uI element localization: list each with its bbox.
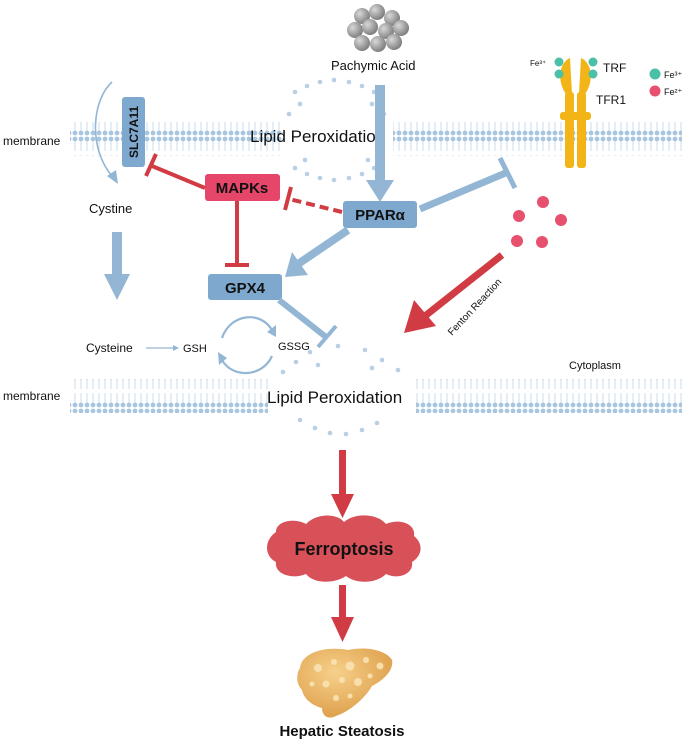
ppara-box	[343, 201, 417, 228]
pachymic-acid-label: Pachymic Acid	[331, 58, 416, 73]
ppara-activates-gpx4-arrow	[285, 226, 351, 277]
hepatic-steatosis-label: Hepatic Steatosis	[279, 723, 404, 740]
ppara-label: PPARα	[355, 207, 406, 224]
fe3-near-trf-label: Fe³⁺	[530, 59, 546, 68]
membrane-label-top: membrane	[3, 134, 61, 148]
cystine-to-cysteine-arrow	[104, 232, 130, 300]
gsh-gssg-cycle-arrows	[220, 316, 274, 375]
gssg-label: GSSG	[278, 341, 310, 353]
cysteine-to-gsh-arrow	[146, 345, 179, 351]
lipid-peroxidation-top: Lipid Peroxidation	[250, 127, 385, 146]
gsh-label: GSH	[183, 343, 207, 355]
cystine-label: Cystine	[89, 201, 132, 216]
lipid-peroxidation-to-ferroptosis-arrow	[331, 450, 354, 518]
membrane-label-bottom: membrane	[3, 389, 61, 403]
mapks-inhibits-slc7a11	[144, 153, 206, 190]
liver-icon	[297, 648, 393, 718]
cystine-import-arrow	[94, 81, 113, 177]
mapks-box	[205, 174, 280, 201]
fe2-ion-cluster	[511, 196, 567, 248]
fe3-legend-dot	[649, 68, 661, 80]
mapks-label: MAPKs	[216, 180, 269, 197]
gpx4-label: GPX4	[225, 280, 266, 297]
fe2-legend-dot	[649, 85, 661, 97]
ferroptosis-shape	[267, 515, 421, 582]
legend-fe3-label: Fe³⁺	[664, 70, 683, 80]
gpx4-box	[208, 274, 282, 300]
legend-fe2-label: Fe²⁺	[664, 87, 683, 97]
pachymic-activates-ppara-arrow	[366, 85, 394, 202]
transferrin-receptor-icon	[554, 57, 598, 168]
bottom-membrane: membrane Lipid Peroxidation	[3, 343, 682, 437]
gpx4-inhibits-lipid-peroxidation	[277, 297, 338, 349]
mapks-inhibits-gpx4	[225, 201, 249, 267]
slc7a11-transporter: SLC7A11	[122, 97, 145, 167]
ppara-inhibits-mapks	[283, 186, 343, 214]
pachymic-acid-molecule-icon	[347, 4, 409, 52]
lipid-peroxidation-bottom: Lipid Peroxidation	[267, 388, 402, 407]
tfr1-label: TFR1	[596, 93, 626, 107]
ppara-inhibits-iron	[418, 156, 518, 213]
ferroptosis-to-steatosis-arrow	[331, 585, 354, 642]
iron-legend: Fe³⁺ Fe²⁺	[649, 68, 683, 97]
cytoplasm-label: Cytoplasm	[569, 360, 621, 372]
slc7a11-label: SLC7A11	[127, 106, 141, 158]
fenton-reaction-label: Fenton Reaction	[446, 277, 504, 338]
trf-label: TRF	[603, 61, 626, 75]
fenton-reaction-arrow	[404, 252, 505, 333]
cysteine-label: Cysteine	[86, 341, 133, 355]
ferroptosis-label: Ferroptosis	[294, 539, 393, 559]
